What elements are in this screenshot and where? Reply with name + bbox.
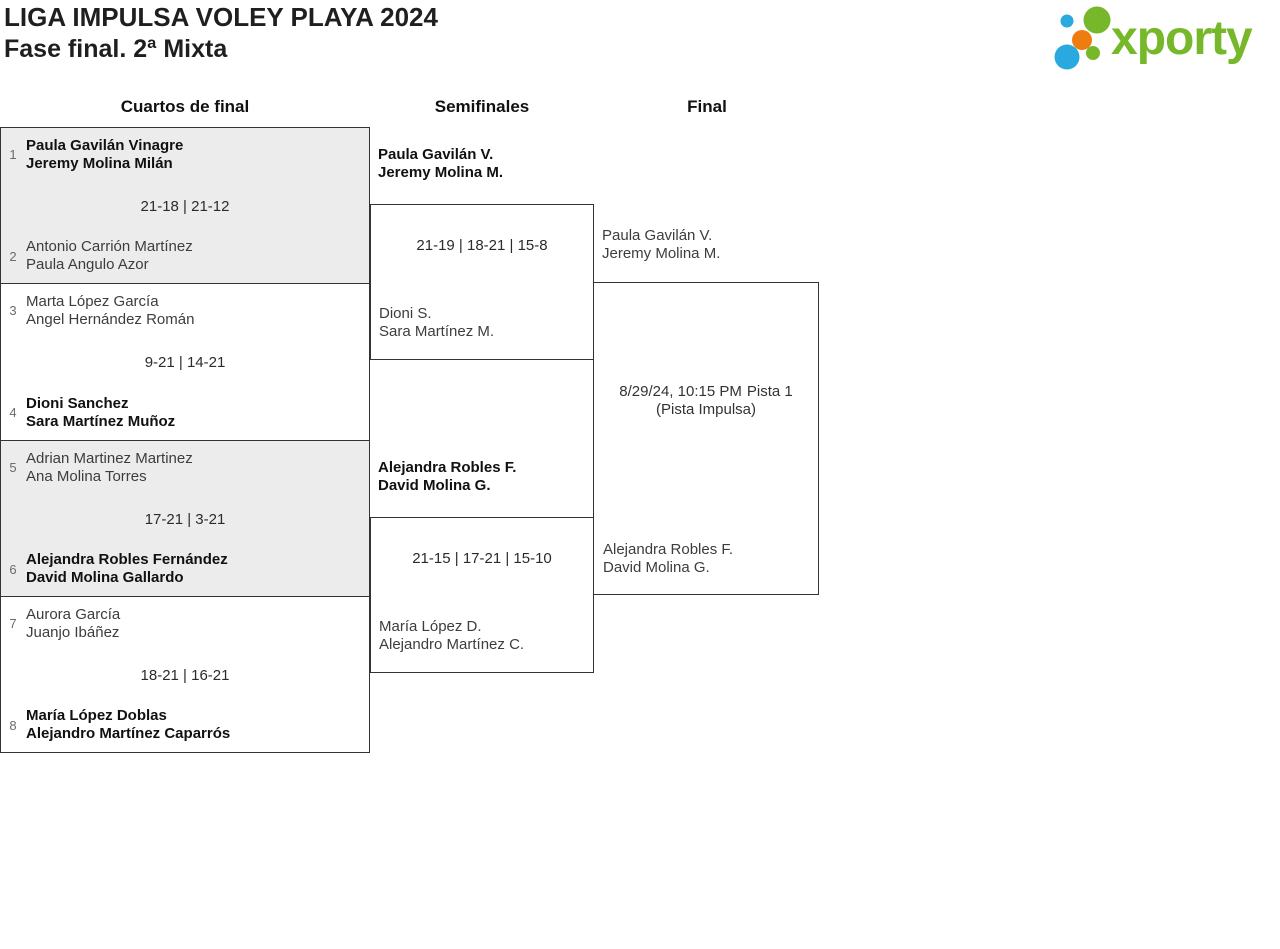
match-score: 17-21 | 3-21 [144, 510, 226, 528]
round-header-semifinals: Semifinales [434, 97, 530, 116]
logo-wordmark: xporty [1111, 12, 1253, 65]
player-name: Sara Martínez M. [379, 323, 495, 340]
match-score: 9-21 | 14-21 [144, 354, 226, 372]
player-name: Sara Martínez Muñoz [26, 412, 176, 430]
player-name: Paula Gavilán Vinagre [26, 137, 184, 154]
team-slot-bottom: Dioni Sanchez Sara Martínez Muñoz [26, 395, 175, 431]
player-name: Alejandro Martínez Caparrós [26, 725, 231, 742]
team-slot-top: Paula Gavilán Vinagre Jeremy Molina Milá… [26, 137, 183, 173]
player-name: Alejandra Robles F. [378, 459, 517, 476]
seed-number: 6 [9, 561, 17, 577]
player-name: Jeremy Molina M. [378, 164, 504, 181]
round-header-quarterfinals: Cuartos de final [120, 97, 250, 116]
player-name: María López D. [379, 618, 482, 635]
quarterfinals-column: 1 Paula Gavilán Vinagre Jeremy Molina Mi… [0, 127, 370, 753]
player-name: Alejandro Martínez C. [379, 636, 525, 653]
logo-dots-icon: xporty [1054, 6, 1254, 70]
team-slot-bottom: Antonio Carrión Martínez Paula Angulo Az… [26, 238, 193, 274]
seed-number: 4 [9, 405, 17, 421]
player-name: Jeremy Molina M. [602, 245, 721, 262]
team-slot-bottom: Alejandra Robles F. David Molina G. [603, 541, 733, 577]
team-slot-bottom: Alejandra Robles Fernández David Molina … [26, 551, 228, 587]
player-name: Ana Molina Torres [26, 467, 147, 485]
player-name: Paula Gavilán V. [378, 146, 494, 163]
match-datetime: 8/29/24, 10:15 PM [619, 383, 742, 400]
seed-number: 2 [9, 249, 17, 264]
player-name: Juanjo Ibáñez [26, 623, 120, 641]
player-name: Alejandra Robles Fernández [26, 550, 228, 568]
match-semifinal-2[interactable]: 21-15 | 17-21 | 15-10 María López D. Ale… [370, 517, 594, 673]
match-venue: Pista 1 (Pista Impulsa) [655, 383, 793, 418]
seed-number: 8 [9, 717, 17, 733]
match-quarterfinal-2[interactable]: 3 Marta López García Angel Hernández Rom… [1, 283, 369, 439]
match-quarterfinal-4[interactable]: 7 Aurora García Juanjo Ibáñez 18-21 | 16… [1, 595, 369, 752]
player-name: Aurora García [26, 605, 121, 623]
team-slot-top: Paula Gavilán V. Jeremy Molina M. [602, 227, 720, 263]
match-quarterfinal-3[interactable]: 5 Adrian Martinez Martinez Ana Molina To… [1, 439, 369, 596]
player-name: Paula Angulo Azor [26, 256, 149, 274]
team-slot-top: Marta López García Angel Hernández Román [26, 293, 194, 329]
seed-number: 7 [9, 615, 17, 631]
page-title: LIGA IMPULSA VOLEY PLAYA 2024 [4, 2, 438, 32]
team-slot-bottom: María López Doblas Alejandro Martínez Ca… [26, 707, 230, 743]
team-slot-top: Alejandra Robles F. David Molina G. [378, 459, 516, 495]
team-slot-bottom: María López D. Alejandro Martínez C. [379, 618, 524, 654]
team-slot-top: Paula Gavilán V. Jeremy Molina M. [378, 146, 503, 182]
player-name: Angel Hernández Román [26, 311, 195, 329]
page-subtitle: Fase final. 2ª Mixta [4, 35, 228, 63]
player-name: Dioni Sanchez [26, 394, 129, 412]
player-name: Alejandra Robles F. [603, 541, 734, 558]
team-slot-top: Adrian Martinez Martinez Ana Molina Torr… [26, 450, 193, 486]
player-name: David Molina G. [603, 559, 710, 576]
match-score: 21-19 | 18-21 | 15-8 [416, 237, 548, 254]
team-slot-bottom: Dioni S. Sara Martínez M. [379, 305, 494, 341]
player-name: David Molina G. [378, 477, 491, 494]
match-semifinal-1[interactable]: 21-19 | 18-21 | 15-8 Dioni S. Sara Martí… [370, 204, 594, 360]
seed-number: 3 [9, 303, 17, 319]
player-name: Dioni S. [379, 305, 432, 322]
player-name: María López Doblas [26, 707, 167, 724]
seed-number: 5 [9, 459, 17, 475]
match-quarterfinal-1[interactable]: 1 Paula Gavilán Vinagre Jeremy Molina Mi… [1, 128, 369, 284]
seed-number: 1 [9, 147, 17, 162]
match-score: 21-18 | 21-12 [140, 198, 230, 215]
player-name: Adrian Martinez Martinez [26, 449, 193, 467]
player-name: Paula Gavilán V. [602, 227, 713, 244]
player-name: Jeremy Molina Milán [26, 155, 173, 172]
round-header-final: Final [687, 97, 727, 116]
xporty-logo[interactable]: xporty [1045, 0, 1280, 78]
player-name: David Molina Gallardo [26, 568, 184, 586]
match-score: 18-21 | 16-21 [140, 666, 230, 684]
team-slot-top: Aurora García Juanjo Ibáñez [26, 606, 120, 642]
player-name: Antonio Carrión Martínez [26, 238, 193, 256]
match-score: 21-15 | 17-21 | 15-10 [412, 550, 552, 567]
player-name: Marta López García [26, 293, 159, 311]
